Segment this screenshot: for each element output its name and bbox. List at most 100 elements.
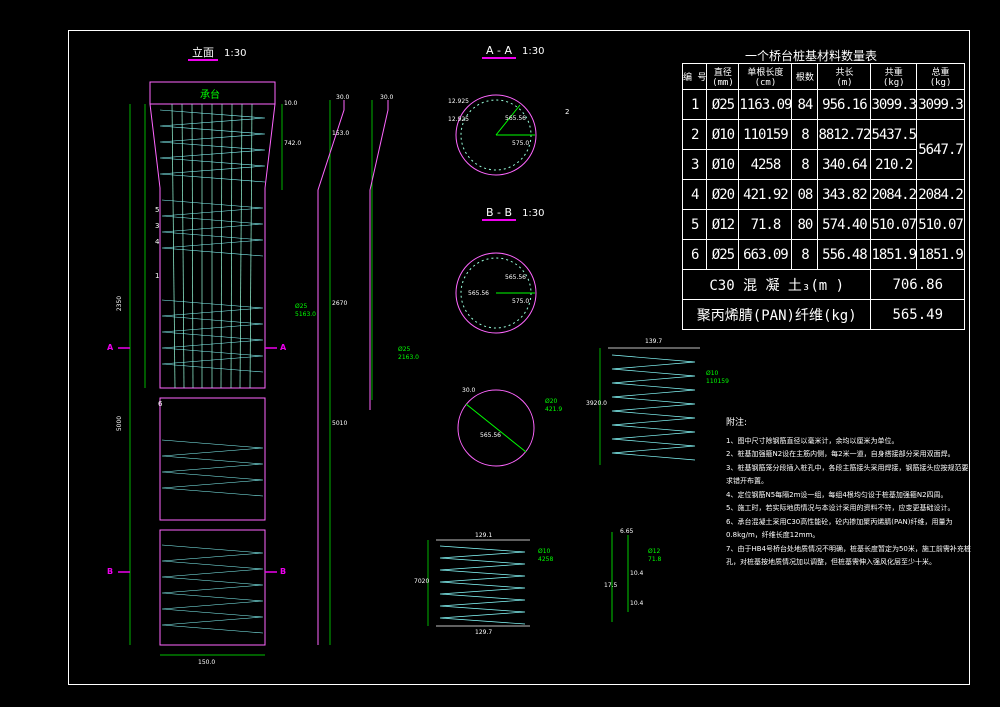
spiral-h: 3920.0 (586, 400, 607, 407)
cell: 6 (681, 239, 708, 270)
cell: 8 (791, 149, 819, 180)
notes-block: 附注: 1、图中尺寸除钢筋直径以毫米计，余均以厘米为单位。 2、桩基加强箍N2设… (726, 417, 974, 570)
header-cell: 根数 (791, 63, 819, 90)
spiral2-top: 129.1 (475, 532, 493, 539)
callout-6: 6 (158, 400, 163, 408)
cell: 71.8 (738, 209, 793, 240)
header-cell: 单根长度(cm) (738, 63, 793, 90)
spiral2-len: 4258 (538, 556, 554, 563)
cell: Ø10 (706, 149, 740, 180)
dim-30b: 30.0 (380, 94, 394, 101)
cell: 2084.2 (870, 179, 918, 210)
ring-dia: 565.56 (480, 432, 501, 439)
spiral2-bot: 129.7 (475, 629, 493, 636)
note-item: 1、图中尺寸除钢筋直径以毫米计，余均以厘米为单位。 (726, 436, 899, 445)
callout-4: 4 (155, 238, 160, 246)
ring-d: Ø20 (545, 398, 558, 405)
callout-3: 3 (155, 222, 160, 230)
dimension-lines (129, 100, 373, 656)
dim-30a: 30.0 (336, 94, 350, 101)
cell: 340.64 (817, 149, 872, 180)
cell: 663.09 (738, 239, 793, 270)
table-title: 一个桥台桩基材料数量表 (745, 49, 878, 63)
bar-d25b: Ø25 (398, 346, 411, 353)
cell: 556.48 (817, 239, 872, 270)
pos-c: 17.5 (604, 582, 618, 589)
bar-d25b-len: 2163.0 (398, 354, 419, 361)
note-item: 5、施工时，若实际地质情况与本设计采用的资料不符，应变更基础设计。 (726, 504, 955, 512)
rebar-profiles (317, 100, 389, 645)
dim-2670: 2670 (332, 300, 348, 307)
ring-len: 421.9 (545, 406, 563, 413)
spiral-len: 110159 (706, 378, 729, 385)
cell: 5437.5 (870, 119, 918, 150)
cell: 84 (791, 89, 819, 120)
cell: 1851.9 (870, 239, 918, 270)
cell: 08 (791, 179, 819, 210)
cell: 565.49 (870, 299, 966, 330)
cell: Ø10 (706, 119, 740, 150)
pile-elevation-outline (149, 103, 276, 646)
pos-len: 71.8 (648, 556, 662, 563)
cell: 574.40 (817, 209, 872, 240)
cell: 510.07 (870, 209, 918, 240)
cell: 1163.09 (738, 89, 793, 120)
callout-5: 5 (155, 206, 160, 214)
cell: 2 (681, 119, 708, 150)
cell: 3 (681, 149, 708, 180)
pos-a: 6.65 (620, 528, 634, 535)
cell: 聚丙烯腈(PAN)纤维(kg) (681, 299, 872, 330)
bb-r3: 565.56 (468, 290, 489, 297)
ring-rebar (457, 389, 535, 467)
cell: 80 (791, 209, 819, 240)
dim-10: 10.0 (284, 100, 298, 107)
spiral-stirrups (159, 109, 266, 634)
note-item: 6、承台混凝土采用C30高性能砼，砼内掺加聚丙烯腈(PAN)纤维，用量为0.8k… (726, 517, 953, 540)
spiral-dia: Ø10 (706, 370, 719, 377)
dim-2350: 2350 (116, 295, 124, 312)
cell: Ø12 (706, 209, 740, 240)
cell: 8 (791, 119, 819, 150)
dim-bottom-width: 150.0 (198, 659, 216, 666)
section-mark-b-left: B (107, 567, 114, 576)
cell: 3099.3 (870, 89, 918, 120)
header-cell: 总重(kg) (916, 63, 966, 90)
section-bb-circle (455, 252, 537, 334)
bb-r2: 575.0 (512, 298, 530, 305)
drawing-frame (68, 30, 970, 685)
table-row-fiber: 聚丙烯腈(PAN)纤维(kg) 565.49 (681, 299, 966, 330)
note-item: 3、桩基钢筋笼分段插入桩孔中，各段主筋接头采用焊接，钢筋接头应按规范要求错开布置… (726, 463, 969, 486)
dim-5000: 5000 (116, 415, 124, 432)
table-header-row: 编 号 直径(mm) 单根长度(cm) 根数 共长(m) 共重(kg) 总重(k… (681, 63, 966, 90)
note-item: 7、由于HB4号桥台处地质情况不明确，桩基长度暂定为50米，施工前需补充桩孔，对… (726, 544, 971, 567)
cell: C30 混 凝 土₃(m ) (681, 269, 872, 300)
ring-top: 30.0 (462, 387, 476, 394)
pos-e: 10.4 (630, 600, 644, 607)
callout-2: 2 (565, 108, 570, 116)
material-table: 编 号 直径(mm) 单根长度(cm) 根数 共长(m) 共重(kg) 总重(k… (681, 63, 966, 330)
cell: Ø20 (706, 179, 740, 210)
aa-dim4: 12.925 (448, 116, 469, 123)
cap-label: 承台 (200, 90, 220, 101)
spiral-n2-detail (599, 347, 700, 465)
cell: 2084.2 (916, 179, 966, 210)
notes-heading: 附注: (726, 418, 748, 428)
cell: 510.07 (916, 209, 966, 240)
section-mark-b-right: B (280, 567, 287, 576)
cell: Ø25 (706, 239, 740, 270)
header-cell: 共长(m) (817, 63, 872, 90)
header-cell: 直径(mm) (706, 63, 740, 90)
aa-r2: 575.0 (512, 140, 530, 147)
table-row-concrete: C30 混 凝 土₃(m ) 706.86 (681, 269, 966, 300)
cell: 4258 (738, 149, 793, 180)
note-item: 2、桩基加强箍N2设在主筋内侧，每2米一道，自身搭接部分采用双面焊。 (726, 450, 955, 458)
cell: 956.16 (817, 89, 872, 120)
cell: 8 (791, 239, 819, 270)
